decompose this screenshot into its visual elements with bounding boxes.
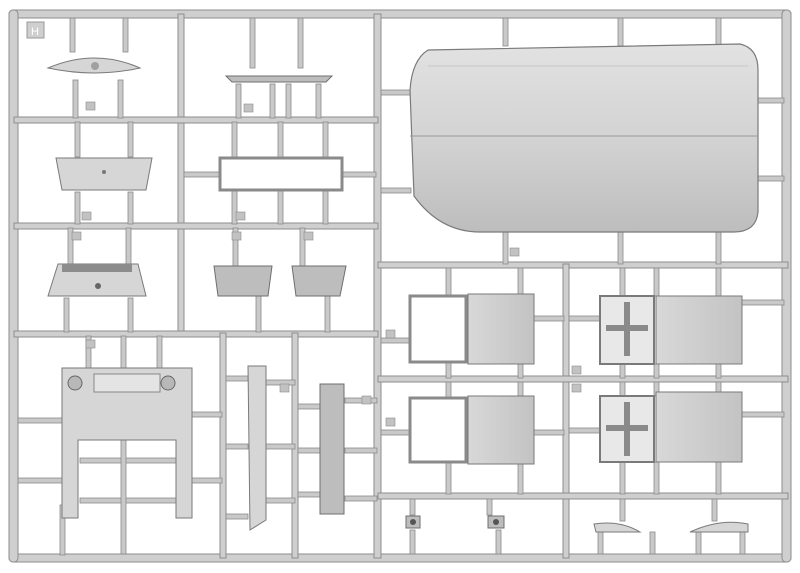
part-top-left-lens — [46, 57, 142, 111]
sprue-letter-tag: H — [26, 21, 45, 39]
part-door-upper-right — [571, 295, 743, 375]
part-flap-left — [213, 231, 273, 297]
part-door-lower-left — [385, 395, 535, 465]
part-roof-shell — [409, 43, 759, 257]
part-bottom-trims — [593, 521, 749, 533]
part-window-glass — [218, 156, 344, 221]
part-small-handles — [405, 515, 505, 529]
part-door-lower-right — [571, 383, 743, 463]
sprue-letter: H — [31, 26, 39, 38]
part-top-wiper — [224, 75, 334, 113]
part-dashboard — [47, 231, 147, 297]
part-panel-bowl — [55, 157, 153, 221]
part-long-strip-right — [319, 383, 372, 515]
outer-frame — [8, 9, 792, 563]
part-long-strip-left — [247, 365, 290, 531]
part-flap-right — [291, 231, 347, 297]
part-door-upper-left — [385, 293, 535, 365]
part-grille-frame — [61, 339, 193, 519]
